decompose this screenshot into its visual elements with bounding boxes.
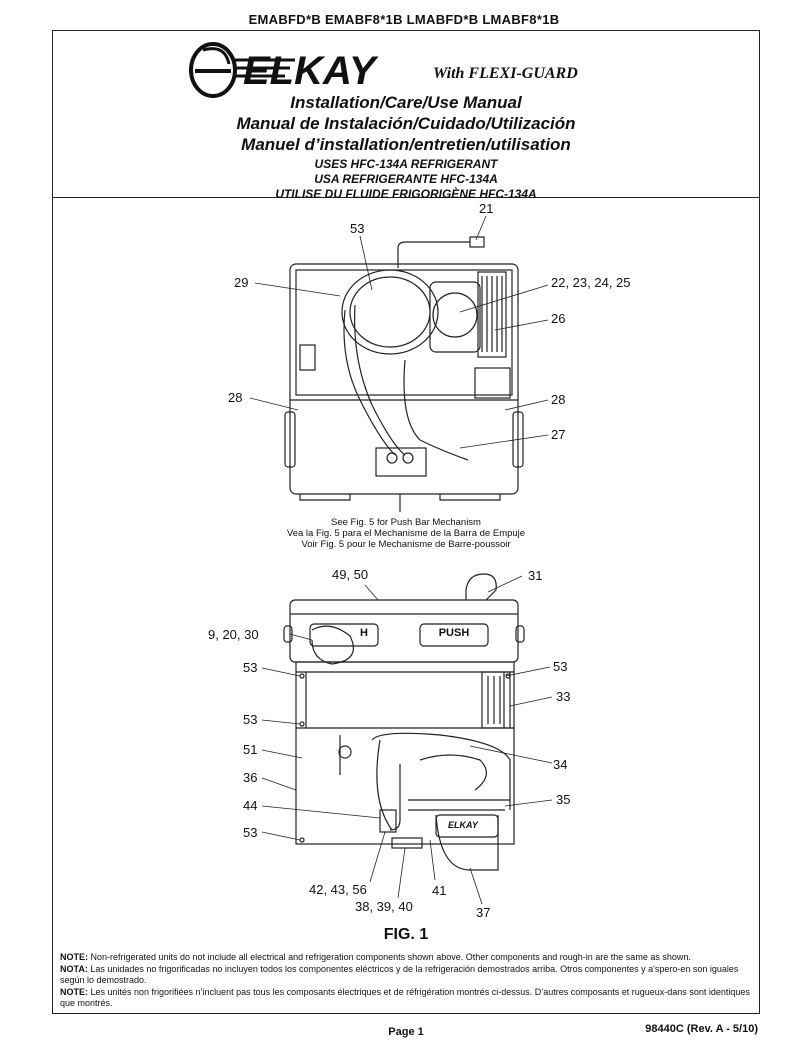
note-fr-label: NOTE: [60,986,88,997]
top-leader-lines [249,215,549,449]
logo-brand-text: ELKAY [243,49,379,93]
callout-42-43-56: 42, 43, 56 [309,882,367,897]
callout-41: 41 [432,883,447,898]
note-en-text: Non-refrigerated units do not include al… [88,952,691,962]
callout-31: 31 [528,568,543,583]
callout-53-d: 53 [243,825,258,840]
note-es-text: Las unidades no frigorificadas no incluy… [60,963,739,986]
manual-titles: Installation/Care/Use Manual Manual de I… [52,92,760,202]
callout-27: 27 [551,427,566,442]
front-view-drawing [283,573,525,871]
cabinet-brand-label: ELKAY [448,820,478,830]
elkay-logo: ELKAY With FLEXI-GUARD [189,42,578,98]
callout-53-top: 53 [350,221,365,236]
callout-21: 21 [479,201,494,216]
see-note-en: See Fig. 5 for Push Bar Mechanism [331,517,481,528]
elkay-e-emblem-icon [189,42,237,98]
subtitle-fr: UTILISE DU FLUIDE FRIGORIGÈNE HFC-134A [275,187,537,201]
callout-51: 51 [243,742,258,757]
note-es: NOTA: Las unidades no frigorificadas no … [60,964,752,987]
figure-label: FIG. 1 [383,926,429,943]
callout-9-20-30: 9, 20, 30 [208,627,259,642]
logo-tagline: With FLEXI-GUARD [433,65,578,82]
document-number: 98440C (Rev. A - 5/10) [645,1023,758,1035]
front-leader-lines [261,575,553,905]
note-es-label: NOTA: [60,963,88,974]
title-en: Installation/Care/Use Manual [290,93,522,112]
page-frame [52,30,760,1014]
note-fr: NOTE: Les unités non frigorifiées n’incl… [60,987,752,1010]
logo-speed-lines [235,58,295,78]
title-es: Manual de Instalación/Cuidado/Utilizació… [236,114,576,133]
callout-37: 37 [476,905,491,920]
callout-33: 33 [556,689,571,704]
header-box [52,30,760,198]
page-number: Page 1 [388,1026,424,1038]
callout-26: 26 [551,311,566,326]
note-en-label: NOTE: [60,952,88,962]
note-en: NOTE: Non-refrigerated units do not incl… [60,952,752,964]
see-fig5-note: See Fig. 5 for Push Bar Mechanism Vea la… [52,517,760,550]
callout-49-50: 49, 50 [332,567,369,582]
callout-36: 36 [243,770,258,785]
notes-section: NOTE: Non-refrigerated units do not incl… [60,952,752,1010]
callout-35: 35 [556,792,571,807]
callout-38-39-40: 38, 39, 40 [355,899,413,914]
subtitle-en: USES HFC-134A REFRIGERANT [314,157,498,171]
callout-53-b: 53 [553,659,568,674]
callout-29: 29 [234,275,249,290]
callout-34: 34 [553,757,568,772]
callout-22-25: 22, 23, 24, 25 [551,275,631,290]
push-bar-label-partial: H [360,627,368,639]
callout-53-a: 53 [243,660,258,675]
see-note-fr: Voir Fig. 5 pour le Mechanisme de Barre-… [301,539,511,550]
see-note-es: Vea la Fig. 5 para el Mechanisme de la B… [286,528,526,539]
push-bar-label: PUSH [438,627,470,639]
callout-53-c: 53 [243,712,258,727]
note-fr-text: Les unités non frigorifiées n’incluent p… [60,986,750,1009]
model-numbers: EMABFD*B EMABF8*1B LMABFD*B LMABF8*1B [248,12,560,27]
subtitle-es: USA REFRIGERANTE HFC-134A [314,172,498,186]
callout-28-left: 28 [228,390,243,405]
callout-44: 44 [243,798,258,813]
callout-28-right: 28 [551,392,566,407]
top-view-drawing [284,236,524,512]
title-fr: Manuel d’installation/entretien/utilisat… [241,135,571,154]
